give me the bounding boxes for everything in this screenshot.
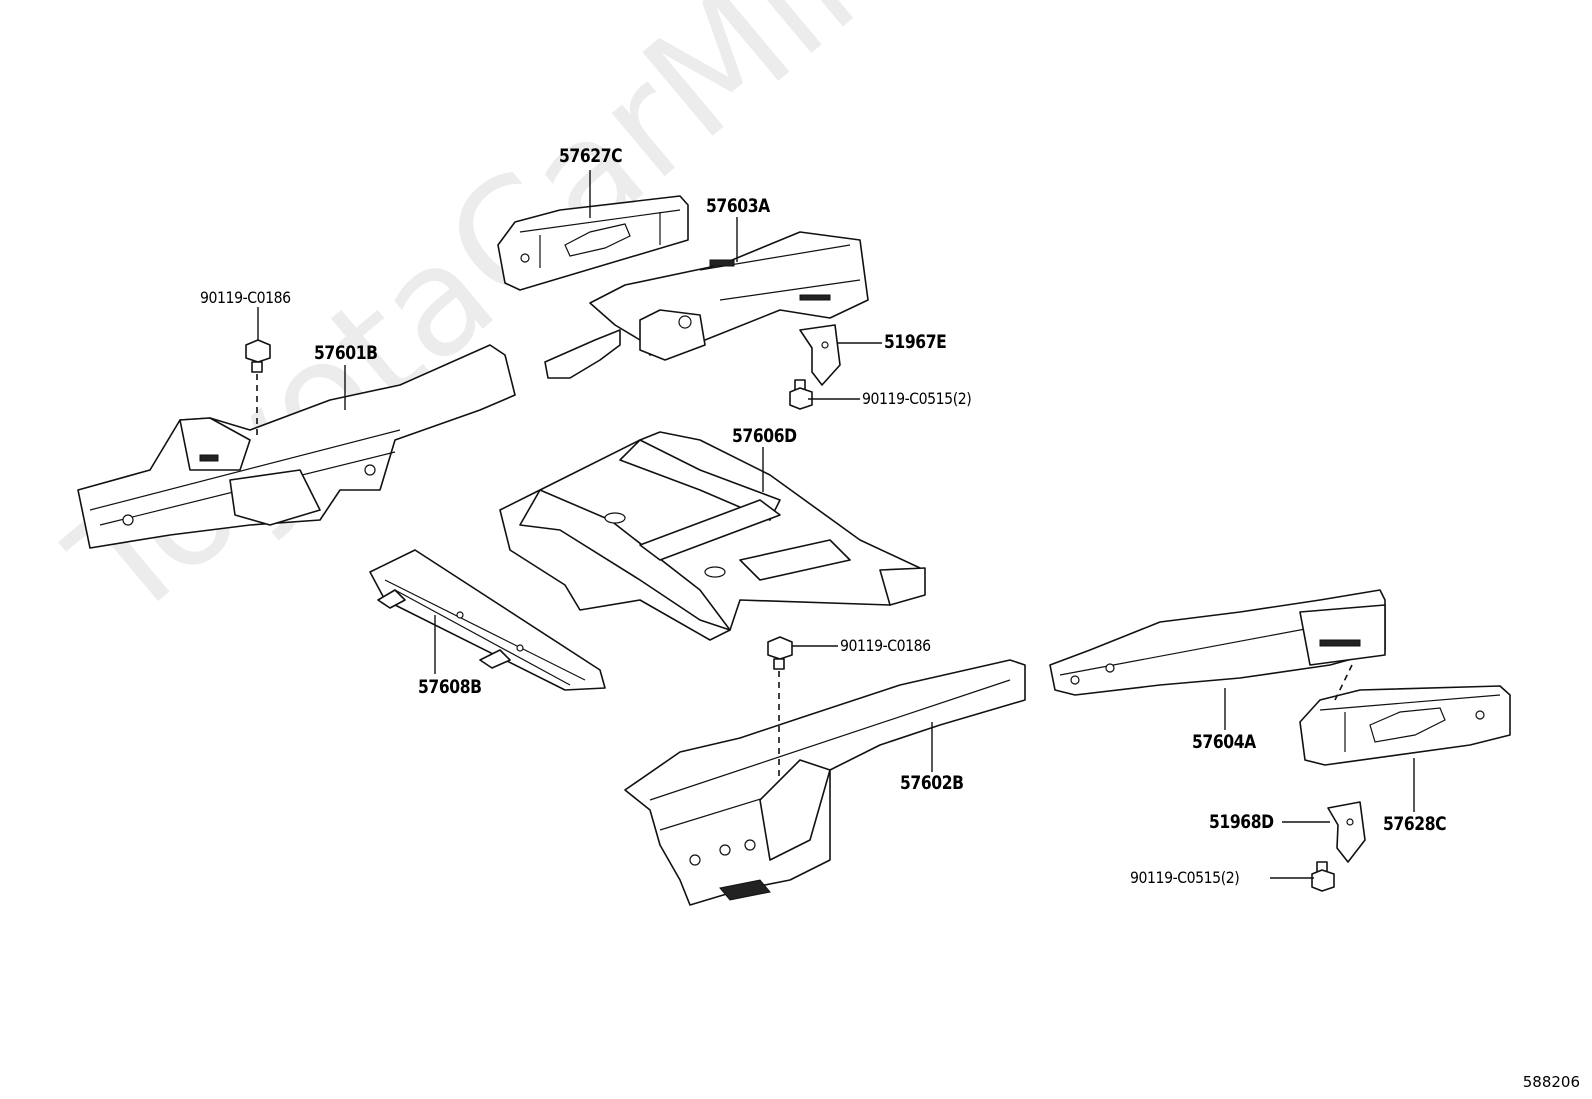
callout-90119-C0515-bottom[interactable]: 90119-C0515(2) [1130,868,1240,887]
part-57628C-drawing [1299,685,1511,766]
callout-90119-C0186-top[interactable]: 90119-C0186 [200,288,291,307]
callout-57601B[interactable]: 57601B [314,342,378,364]
callout-51968D[interactable]: 51968D [1209,811,1274,833]
callout-57627C[interactable]: 57627C [559,145,623,167]
part-51967E-drawing [799,324,841,386]
callout-57604A[interactable]: 57604A [1192,731,1256,753]
bolt-90119-C0186-top [245,339,271,440]
callout-57628C[interactable]: 57628C [1383,813,1447,835]
callout-57608B[interactable]: 57608B [418,676,482,698]
bolt-90119-C0515-top [789,379,813,410]
bolt-90119-C0515-bottom [1311,861,1335,892]
callout-51967E[interactable]: 51967E [884,331,947,353]
part-57606D-drawing [499,431,926,641]
callout-90119-C0186-mid[interactable]: 90119-C0186 [840,636,931,655]
part-57604A-drawing [1049,589,1386,696]
part-57608B-drawing [369,549,606,691]
part-51968D-drawing [1327,801,1366,863]
part-57602B-drawing [624,659,1026,906]
callout-90119-C0515-top[interactable]: 90119-C0515(2) [862,389,972,408]
callout-57602B[interactable]: 57602B [900,772,964,794]
callout-57606D[interactable]: 57606D [732,425,797,447]
part-57627C-drawing [497,195,689,291]
leader-lines [257,170,1415,879]
figure-number: 588206 [1522,1073,1580,1091]
callout-57603A[interactable]: 57603A [706,195,770,217]
part-57603A-drawing [544,231,869,379]
bolt-90119-C0186-mid [767,636,793,780]
part-57601B-drawing [77,344,516,549]
